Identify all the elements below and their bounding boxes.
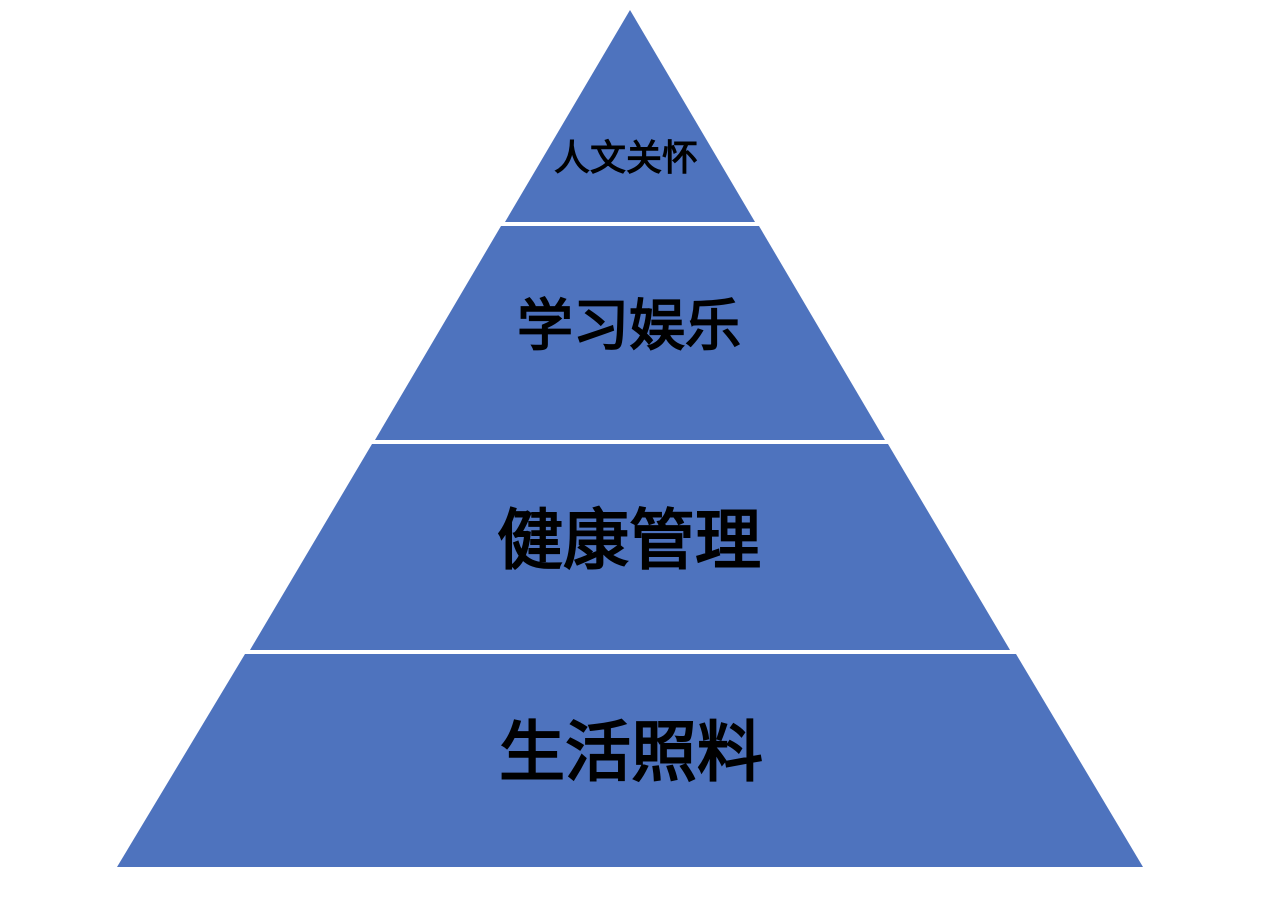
pyramid-level-third-label: 健康管理 — [497, 502, 761, 579]
pyramid-level-second-shape — [375, 226, 885, 440]
pyramid-level-top-shape — [505, 10, 755, 222]
pyramid-level-third: 健康管理 — [250, 444, 1010, 650]
pyramid-level-base: 生活照料 — [117, 654, 1143, 867]
pyramid-level-third-shape — [250, 444, 1010, 650]
pyramid-level-base-label: 生活照料 — [499, 714, 763, 791]
pyramid-level-top-label: 人文关怀 — [554, 138, 698, 179]
pyramid-level-second-label: 学习娱乐 — [517, 294, 741, 359]
pyramid-level-second: 学习娱乐 — [375, 226, 885, 440]
pyramid-level-base-shape — [117, 654, 1143, 867]
pyramid-level-top: 人文关怀 — [505, 10, 755, 222]
